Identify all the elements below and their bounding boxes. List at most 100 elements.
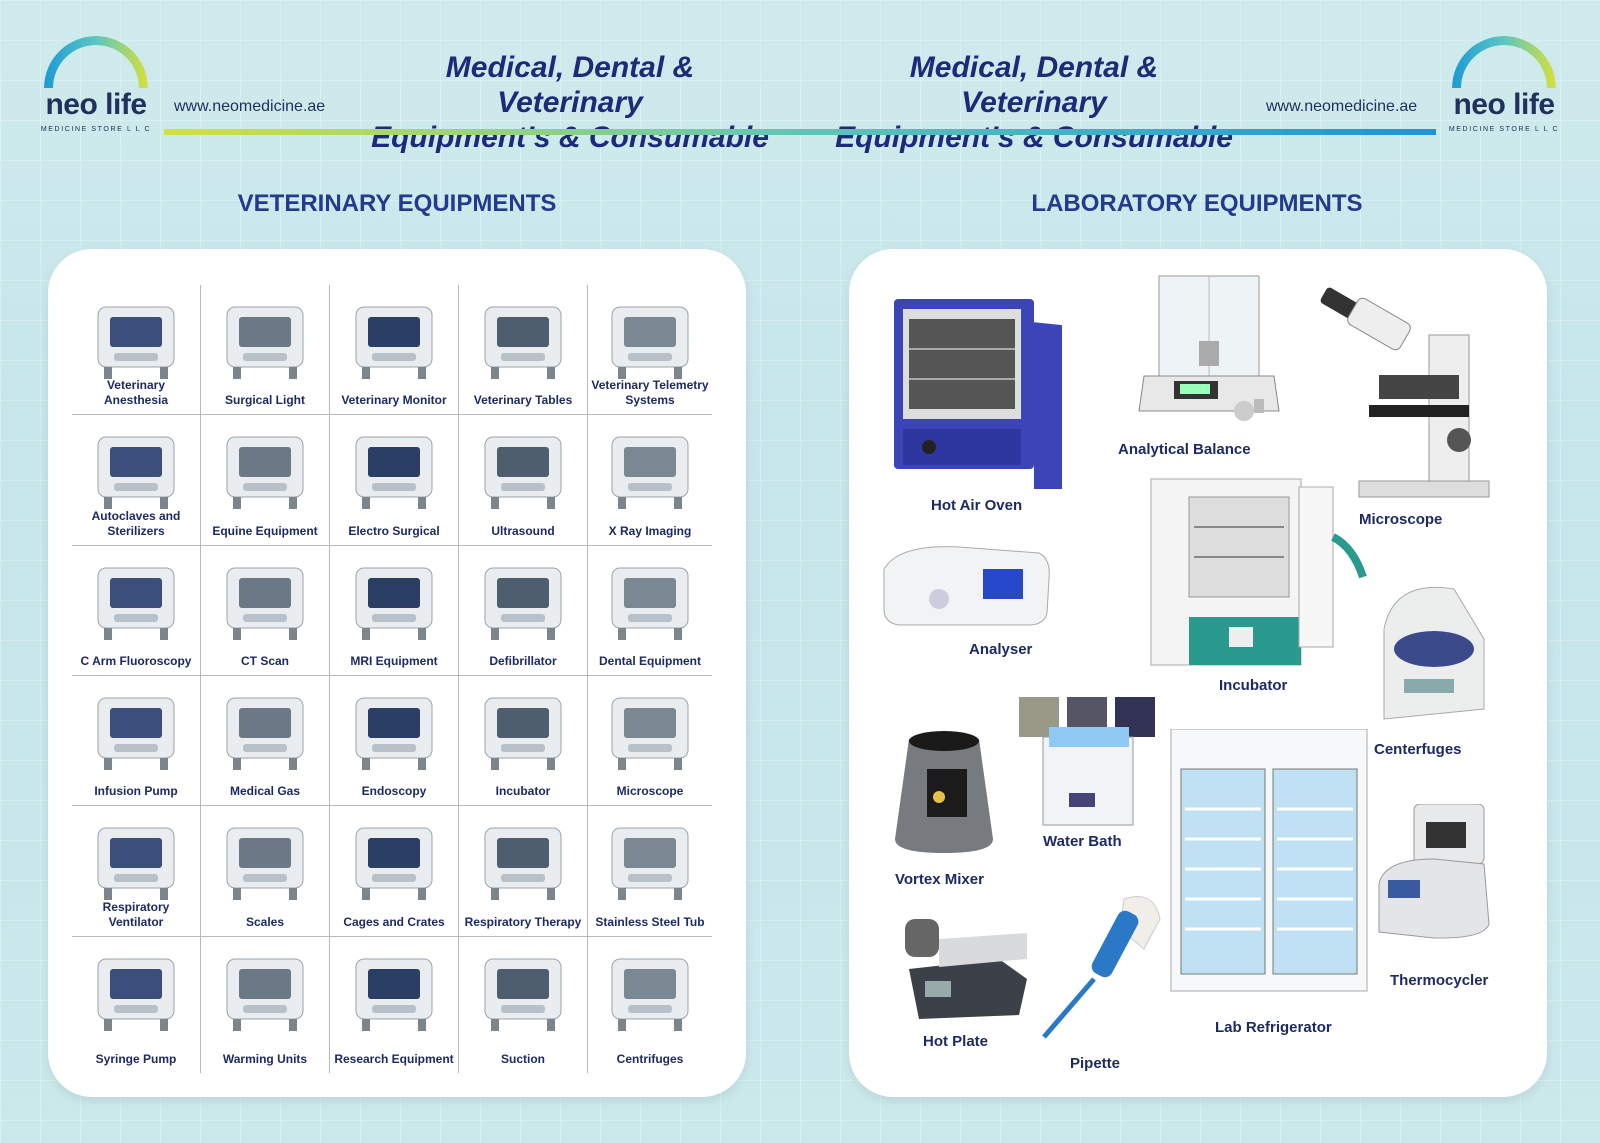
pipette-item: Pipette bbox=[1034, 889, 1164, 1079]
veterinary-item: Medical Gas bbox=[201, 676, 330, 806]
research-equipment-icon bbox=[342, 949, 446, 1035]
vortex-mixer-icon bbox=[895, 731, 993, 853]
veterinary-item: Endoscopy bbox=[330, 676, 459, 806]
analytical-balance-icon bbox=[1138, 275, 1280, 421]
c-arm-icon bbox=[84, 558, 188, 644]
veterinary-item-label: Respiratory Therapy bbox=[464, 915, 582, 929]
veterinary-item-label: Cages and Crates bbox=[343, 915, 445, 929]
anesthesia-machine-icon bbox=[84, 297, 188, 383]
cages-icon bbox=[342, 818, 446, 904]
pipette-label: Pipette bbox=[1070, 1055, 1121, 1072]
veterinary-item: MRI Equipment bbox=[330, 546, 459, 676]
veterinary-item-label: Endoscopy bbox=[361, 784, 427, 798]
scissor-table-icon bbox=[471, 297, 575, 383]
hot-air-oven-label: Hot Air Oven bbox=[931, 497, 1023, 514]
microscope-lab-icon bbox=[1320, 287, 1490, 498]
centerfuges-label: Centerfuges bbox=[1374, 741, 1462, 758]
vortex-mixer-label: Vortex Mixer bbox=[895, 871, 984, 888]
veterinary-item-label: Surgical Light bbox=[224, 393, 305, 407]
veterinary-item: Autoclaves and Sterilizers bbox=[72, 415, 201, 546]
microscope-lab-item: Microscope bbox=[1319, 285, 1499, 535]
veterinary-item: Infusion Pump bbox=[72, 676, 201, 806]
tagline-right-line1: Medical, Dental & Veterinary bbox=[909, 51, 1159, 119]
veterinary-item-label: Medical Gas bbox=[229, 784, 301, 798]
brand-logo-right: neo life MEDICINE STORE L L C bbox=[1444, 36, 1564, 140]
gas-gauge-icon bbox=[213, 688, 317, 774]
veterinary-item-label: Veterinary Monitor bbox=[341, 393, 447, 407]
veterinary-item-label: Centrifuges bbox=[616, 1052, 684, 1066]
incubator-lab-item: Incubator bbox=[1149, 477, 1379, 697]
veterinary-item: Equine Equipment bbox=[201, 415, 330, 546]
ct-scanner-icon bbox=[213, 558, 317, 644]
veterinary-item: Suction bbox=[459, 937, 588, 1073]
mri-icon bbox=[342, 558, 446, 644]
hot-plate-item: Hot Plate bbox=[899, 919, 1039, 1059]
analyser-label: Analyser bbox=[969, 641, 1033, 658]
vortex-mixer-item: Vortex Mixer bbox=[889, 729, 1029, 899]
veterinary-section-title: VETERINARY EQUIPMENTS bbox=[237, 190, 557, 217]
veterinary-item: Scales bbox=[201, 806, 330, 937]
veterinary-item-label: Electro Surgical bbox=[348, 524, 440, 538]
laboratory-section-title: LABORATORY EQUIPMENTS bbox=[1031, 190, 1363, 217]
lab-refrigerator-icon bbox=[1170, 729, 1368, 992]
veterinary-item: Surgical Light bbox=[201, 285, 330, 415]
veterinary-item: Centrifuges bbox=[588, 937, 712, 1073]
syringe-pump-icon bbox=[84, 949, 188, 1035]
brand-subtitle: MEDICINE STORE L L C bbox=[40, 126, 152, 133]
header-gradient-rule bbox=[164, 129, 1436, 135]
veterinary-item: Ultrasound bbox=[459, 415, 588, 546]
centrifuge-icon bbox=[598, 949, 702, 1035]
water-bath-label: Water Bath bbox=[1043, 833, 1122, 850]
microscope-icon bbox=[598, 688, 702, 774]
ultrasound-icon bbox=[471, 427, 575, 513]
veterinary-item-label: Respiratory Ventilator bbox=[102, 900, 170, 929]
incubator-lab-icon bbox=[1150, 478, 1367, 666]
veterinary-item: Electro Surgical bbox=[330, 415, 459, 546]
veterinary-item-label: Ultrasound bbox=[491, 524, 555, 538]
veterinary-item: Cages and Crates bbox=[330, 806, 459, 937]
veterinary-item-label: Scales bbox=[245, 915, 285, 929]
centerfuges-icon bbox=[1383, 586, 1485, 720]
veterinary-item-label: Equine Equipment bbox=[212, 524, 318, 538]
veterinary-item-label: Stainless Steel Tub bbox=[595, 915, 705, 929]
tagline-left: Medical, Dental & Veterinary Equipment’s… bbox=[370, 50, 770, 155]
veterinary-item-label: Autoclaves and Sterilizers bbox=[91, 509, 181, 538]
website-left: www.neomedicine.ae bbox=[174, 98, 326, 115]
veterinary-item: Dental Equipment bbox=[588, 546, 712, 676]
veterinary-item-label: Veterinary Anesthesia bbox=[103, 378, 169, 407]
endoscopy-tower-icon bbox=[342, 688, 446, 774]
xray-photo-icon bbox=[598, 427, 702, 513]
steel-tub-icon bbox=[598, 818, 702, 904]
defibrillator-icon bbox=[471, 558, 575, 644]
veterinary-item: Defibrillator bbox=[459, 546, 588, 676]
incubator-lab-label: Incubator bbox=[1219, 677, 1288, 694]
veterinary-item: Syringe Pump bbox=[72, 937, 201, 1073]
ventilator-icon bbox=[84, 818, 188, 904]
hot-plate-label: Hot Plate bbox=[923, 1033, 989, 1050]
lab-refrigerator-item: Lab Refrigerator bbox=[1169, 729, 1389, 1049]
brand-subtitle: MEDICINE STORE L L C bbox=[1448, 126, 1560, 133]
analytical-balance-label: Analytical Balance bbox=[1118, 441, 1251, 458]
veterinary-item-label: C Arm Fluoroscopy bbox=[80, 654, 192, 668]
veterinary-item: Respiratory Therapy bbox=[459, 806, 588, 937]
veterinary-item-label: Veterinary Telemetry Systems bbox=[591, 378, 709, 407]
veterinary-item: Respiratory Ventilator bbox=[72, 806, 201, 937]
veterinary-item: Stainless Steel Tub bbox=[588, 806, 712, 937]
autoclave-icon bbox=[84, 427, 188, 513]
hot-air-oven-item: Hot Air Oven bbox=[889, 289, 1069, 514]
brand-name: neo life bbox=[1453, 88, 1555, 121]
veterinary-item: Veterinary Monitor bbox=[330, 285, 459, 415]
laboratory-panel: Hot Air Oven Analytical Balance Microsco… bbox=[849, 249, 1547, 1097]
veterinary-item: Incubator bbox=[459, 676, 588, 806]
analyser-icon bbox=[883, 546, 1050, 626]
tagline-right: Medical, Dental & Veterinary Equipment’s… bbox=[834, 50, 1234, 155]
tagline-left-line2: Equipment’s & Consumable bbox=[371, 121, 769, 154]
veterinary-item-label: Incubator bbox=[495, 784, 551, 798]
website-right: www.neomedicine.ae bbox=[1266, 98, 1418, 115]
respiratory-therapy-icon bbox=[471, 818, 575, 904]
veterinary-item-label: Syringe Pump bbox=[95, 1052, 177, 1066]
suction-pump-icon bbox=[471, 949, 575, 1035]
veterinary-item: Warming Units bbox=[201, 937, 330, 1073]
